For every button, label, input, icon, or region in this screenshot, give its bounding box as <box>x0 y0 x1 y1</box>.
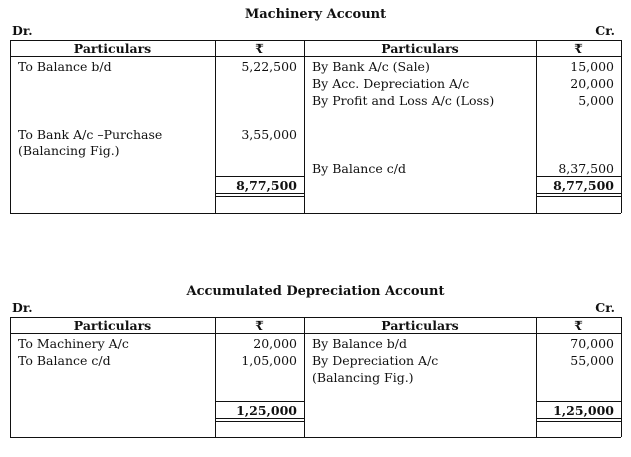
column-divider <box>215 317 216 437</box>
table-bottom-border <box>10 437 621 438</box>
debit-total: 1,25,000 <box>236 403 297 418</box>
total-rule <box>536 176 621 177</box>
total-rule <box>536 421 621 422</box>
credit-particulars: By Balance b/d <box>312 336 407 351</box>
total-rule <box>215 193 304 194</box>
credit-particulars: By Balance c/d <box>312 161 406 176</box>
credit-amount: 15,000 <box>570 59 614 74</box>
column-divider <box>215 40 216 213</box>
credit-amount: 20,000 <box>570 76 614 91</box>
total-rule <box>215 418 304 419</box>
total-rule <box>536 418 621 419</box>
debit-amount: 1,05,000 <box>241 353 297 368</box>
credit-total: 8,77,500 <box>553 178 614 193</box>
dr-label: Dr. <box>12 300 33 315</box>
debit-particulars: To Balance c/d <box>18 353 111 368</box>
credit-particulars: (Balancing Fig.) <box>312 370 414 385</box>
cr-label: Cr. <box>595 23 615 38</box>
particulars-header: Particulars <box>381 41 459 56</box>
table-border-left <box>10 317 11 437</box>
credit-amount: 70,000 <box>570 336 614 351</box>
table-border-right <box>621 40 622 213</box>
debit-particulars: To Bank A/c –Purchase <box>18 127 163 142</box>
credit-amount: 8,37,500 <box>558 161 614 176</box>
debit-particulars: To Machinery A/c <box>18 336 129 351</box>
debit-amount: 20,000 <box>253 336 297 351</box>
column-divider <box>536 317 537 437</box>
debit-total: 8,77,500 <box>236 178 297 193</box>
debit-amount: 5,22,500 <box>241 59 297 74</box>
particulars-header: Particulars <box>73 318 152 333</box>
total-rule <box>215 196 304 197</box>
table-bottom-border <box>10 213 621 214</box>
debit-particulars: (Balancing Fig.) <box>18 143 120 158</box>
total-rule <box>536 193 621 194</box>
dr-label: Dr. <box>12 23 33 38</box>
cr-label: Cr. <box>595 300 615 315</box>
rupee-header: ₹ <box>255 41 264 56</box>
credit-amount: 5,000 <box>578 93 614 108</box>
header-bottom-border <box>10 56 621 57</box>
particulars-header: Particulars <box>73 41 152 56</box>
machinery-account-title: Machinery Account <box>244 7 387 22</box>
accumulated-account-title: Accumulated Depreciation Account <box>186 284 445 299</box>
debit-particulars: To Balance b/d <box>18 59 112 74</box>
rupee-header: ₹ <box>574 318 583 333</box>
total-rule <box>536 196 621 197</box>
total-rule <box>215 421 304 422</box>
column-divider <box>304 317 305 437</box>
credit-total: 1,25,000 <box>553 403 614 418</box>
table-border-right <box>621 317 622 437</box>
column-divider <box>536 40 537 213</box>
credit-particulars: By Bank A/c (Sale) <box>312 59 430 74</box>
table-top-border <box>10 317 621 318</box>
table-border-left <box>10 40 11 213</box>
credit-particulars: By Depreciation A/c <box>312 353 439 368</box>
column-divider <box>304 40 305 213</box>
credit-particulars: By Acc. Depreciation A/c <box>312 76 470 91</box>
credit-amount: 55,000 <box>570 353 614 368</box>
rupee-header: ₹ <box>255 318 264 333</box>
particulars-header: Particulars <box>381 318 459 333</box>
total-rule <box>536 401 621 402</box>
total-rule <box>215 176 304 177</box>
header-bottom-border <box>10 333 621 334</box>
table-top-border <box>10 40 621 41</box>
rupee-header: ₹ <box>574 41 583 56</box>
debit-amount: 3,55,000 <box>241 127 297 142</box>
credit-particulars: By Profit and Loss A/c (Loss) <box>312 93 495 108</box>
total-rule <box>215 401 304 402</box>
